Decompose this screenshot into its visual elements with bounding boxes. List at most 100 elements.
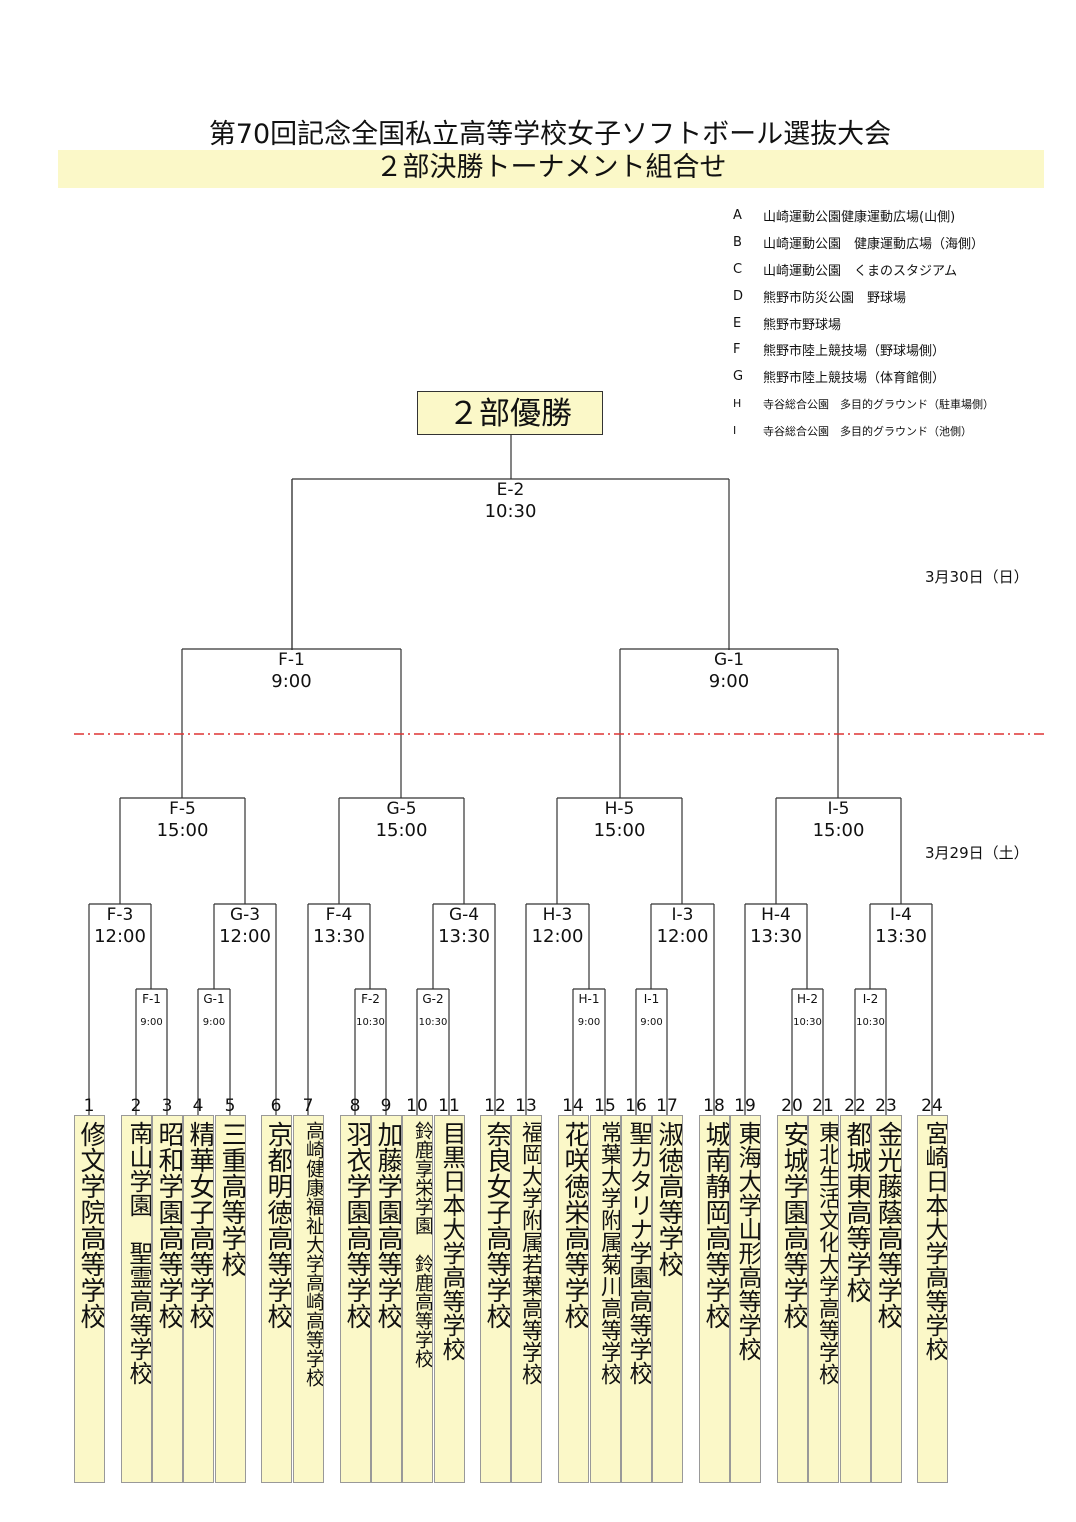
team-number: 17 — [656, 1096, 678, 1116]
team-number: 19 — [734, 1096, 756, 1116]
venue-code: C — [733, 261, 743, 277]
match-code: F-3 — [107, 905, 134, 925]
team-name: 花咲徳栄高等学校 — [558, 1115, 589, 1483]
venue-name: 熊野市陸上競技場（体育館側） — [763, 371, 946, 387]
venue-item: E 熊野市野球場 — [733, 310, 994, 337]
venue-name: 熊野市野球場 — [763, 317, 842, 333]
match-code: I-1 — [644, 992, 660, 1006]
match-time: 13:30 — [438, 926, 490, 947]
match-code: H-1 — [579, 992, 600, 1006]
team-name: 聖カタリナ学園高等学校 — [621, 1115, 652, 1483]
match-code: F-1 — [142, 992, 161, 1006]
team-name: 東北生活文化大学高等学校 — [808, 1115, 839, 1483]
venue-name: 山崎運動公園 健康運動広場（海側） — [763, 236, 985, 252]
match-time: 15:00 — [594, 820, 646, 841]
team-number: 8 — [349, 1096, 361, 1116]
team-number: 6 — [270, 1096, 282, 1116]
team-number: 15 — [594, 1096, 616, 1116]
team-number: 20 — [781, 1096, 803, 1116]
venue-code: H — [733, 397, 742, 411]
match-code: G-1 — [203, 992, 224, 1006]
match-time: 12:00 — [94, 926, 146, 947]
venue-code: G — [733, 369, 744, 385]
match-time: 12:00 — [532, 926, 584, 947]
match-time: 9:00 — [271, 671, 311, 692]
team-name: 常葉大学附属菊川高等学校 — [590, 1115, 621, 1483]
team-number: 16 — [625, 1096, 647, 1116]
match-code: G-1 — [714, 650, 744, 670]
match-time: 9:00 — [640, 1017, 662, 1028]
match-code: I-3 — [672, 905, 694, 925]
match-time: 13:30 — [875, 926, 927, 947]
match-code: H-5 — [605, 799, 635, 819]
match-code: G-5 — [386, 799, 416, 819]
team-number: 9 — [380, 1096, 392, 1116]
venue-item: H 寺谷総合公園 多目的グラウンド（駐車場側） — [733, 390, 994, 417]
team-number: 10 — [406, 1096, 428, 1116]
venue-code: F — [733, 342, 741, 358]
team-number: 7 — [302, 1096, 314, 1116]
venue-code: D — [733, 288, 744, 304]
team-number: 12 — [484, 1096, 506, 1116]
match-code: F-1 — [278, 650, 305, 670]
team-name: 宮崎日本大学高等学校 — [917, 1115, 948, 1483]
team-name: 鈴鹿享栄学園 鈴鹿高等学校 — [402, 1115, 433, 1483]
match-time: 15:00 — [157, 820, 209, 841]
match-time: 15:00 — [813, 820, 865, 841]
venue-code: I — [733, 424, 737, 438]
venue-name: 寺谷総合公園 多目的グラウンド（駐車場側） — [763, 397, 994, 411]
venue-name: 山崎運動公園 くまのスタジアム — [763, 263, 958, 279]
team-name: 福岡大学附属若葉高等学校 — [511, 1115, 542, 1483]
match-time: 12:00 — [219, 926, 271, 947]
team-number: 5 — [224, 1096, 236, 1116]
match-code: I-5 — [828, 799, 850, 819]
team-number: 18 — [703, 1096, 725, 1116]
team-number: 13 — [515, 1096, 537, 1116]
venue-item: F 熊野市陸上競技場（野球場側） — [733, 336, 994, 363]
team-number: 22 — [844, 1096, 866, 1116]
champion-box: ２部優勝 — [417, 391, 603, 435]
venue-code: E — [733, 315, 742, 331]
team-name: 安城学園高等学校 — [777, 1115, 808, 1483]
match-time: 10:30 — [485, 501, 537, 522]
team-name: 城南静岡高等学校 — [699, 1115, 730, 1483]
team-number: 11 — [438, 1096, 460, 1116]
match-code: H-4 — [761, 905, 791, 925]
match-code: G-3 — [230, 905, 260, 925]
team-name: 南山学園 聖霊高等学校 — [121, 1115, 152, 1483]
match-code: G-2 — [422, 992, 443, 1006]
team-name: 京都明徳高等学校 — [261, 1115, 292, 1483]
match-code: F-5 — [169, 799, 196, 819]
match-time: 10:30 — [419, 1017, 448, 1028]
date-label-day1: 3月29日（土） — [925, 844, 1029, 862]
page-subtitle: ２部決勝トーナメント組合せ — [58, 150, 1044, 188]
venue-name: 熊野市陸上競技場（野球場側） — [763, 344, 946, 360]
team-name: 羽衣学園高等学校 — [340, 1115, 371, 1483]
team-name: 加藤学園高等学校 — [371, 1115, 402, 1483]
match-code: I-4 — [890, 905, 912, 925]
match-code: H-3 — [543, 905, 573, 925]
match-time: 15:00 — [376, 820, 428, 841]
match-code: H-2 — [797, 992, 818, 1006]
match-code: G-4 — [449, 905, 479, 925]
team-name: 目黒日本大学高等学校 — [434, 1115, 465, 1483]
match-code: F-2 — [361, 992, 380, 1006]
match-time: 10:30 — [356, 1017, 385, 1028]
team-number: 4 — [192, 1096, 204, 1116]
team-number: 1 — [83, 1096, 95, 1116]
team-name: 高崎健康福祉大学高崎高等学校 — [293, 1115, 324, 1483]
match-code: I-2 — [863, 992, 879, 1006]
team-number: 14 — [562, 1096, 584, 1116]
team-name: 修文学院高等学校 — [74, 1115, 105, 1483]
match-time: 9:00 — [140, 1017, 162, 1028]
team-name: 金光藤蔭高等学校 — [871, 1115, 902, 1483]
page-title: 第70回記念全国私立高等学校女子ソフトボール選抜大会 — [208, 119, 892, 150]
date-label-day2: 3月30日（日） — [925, 568, 1029, 586]
team-name: 奈良女子高等学校 — [480, 1115, 511, 1483]
match-time: 13:30 — [313, 926, 365, 947]
